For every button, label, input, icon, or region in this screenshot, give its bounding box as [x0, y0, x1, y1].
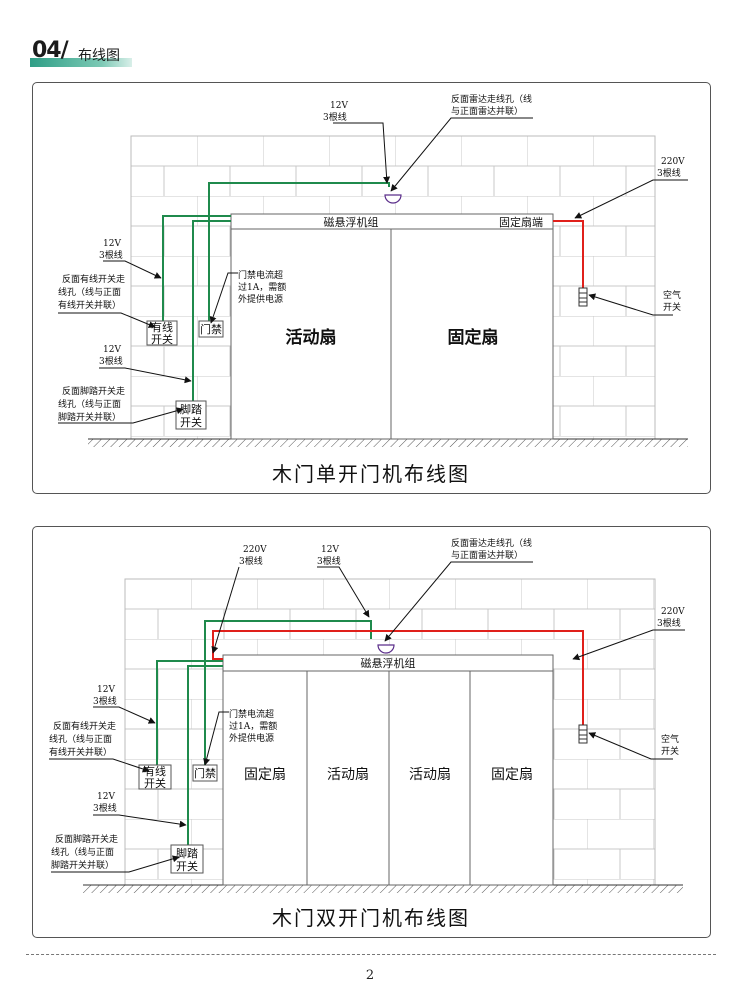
door-frame: [222, 654, 554, 886]
annotation-text: 有线开关并联）: [49, 746, 112, 758]
annotation-text: 线孔（线与正面: [58, 398, 121, 410]
annotations: 220V 3根线 12V 3根线 反面雷达走线孔（线 与正面雷达并联） 220V…: [49, 537, 685, 871]
header-end-label: 固定扇端: [499, 215, 543, 229]
annotation-text: 反面脚踏开关走: [55, 833, 118, 845]
air-switch-icon: [578, 724, 588, 744]
annotation-text: 3根线: [657, 617, 681, 629]
annotation-text: 220V: [661, 157, 685, 167]
annotation-text: 与正面雷达并联）: [451, 549, 523, 561]
annotation-text: 12V: [97, 792, 115, 802]
annotation-text: 有线开关并联）: [58, 299, 121, 311]
annotation-text: 门禁电流超: [229, 708, 274, 720]
foot-switch-text: 开关: [180, 415, 202, 429]
annotation-text: 12V: [321, 545, 339, 555]
leaf-label: 活动扇: [327, 767, 369, 783]
annotation-text: 12V: [97, 685, 115, 695]
section-number: 04/: [32, 38, 69, 63]
annotation-text: 12V: [103, 239, 121, 249]
wire-220v: [212, 630, 584, 725]
diagram-caption: 木门双开门机布线图: [272, 906, 470, 930]
annotation-text: 220V: [243, 545, 267, 555]
annotations: 12V 3根线 反面雷达走线孔（线 与正面雷达并联） 220V 3根线 12V …: [58, 93, 685, 423]
annotation-text: 空气: [663, 289, 681, 301]
annotation-text: 3根线: [93, 695, 117, 707]
leaf-label: 活动扇: [409, 767, 451, 783]
diagram-double-door: 磁悬浮机组 固定扇 活动扇 活动扇 固定扇 有线 开关 门禁 脚踏 开关 220…: [49, 537, 685, 930]
leaf-label: 固定扇: [448, 327, 499, 348]
footer-divider: [26, 954, 716, 955]
wired-switch-text: 有线: [144, 764, 166, 778]
section-header: 04/ 布线图: [30, 38, 140, 67]
annotation-text: 12V: [103, 345, 121, 355]
access-box-text: 门禁: [200, 322, 222, 336]
ground-hatch: [83, 885, 683, 893]
air-switch-icon: [578, 287, 588, 307]
foot-switch-text: 脚踏: [180, 402, 202, 416]
annotation-text: 3根线: [657, 167, 681, 179]
wire-220v: [553, 220, 584, 288]
annotation-text: 门禁电流超: [238, 269, 283, 281]
annotation-text: 线孔（线与正面: [58, 286, 121, 298]
annotation-text: 12V: [330, 101, 348, 111]
annotation-text: 脚踏开关并联）: [58, 411, 121, 423]
annotation-text: 3根线: [323, 111, 347, 123]
wired-switch-text: 开关: [151, 332, 173, 346]
radar-sensor-icon: [384, 194, 402, 204]
annotation-text: 脚踏开关并联）: [51, 859, 114, 871]
annotation-text: 外提供电源: [238, 293, 283, 305]
annotation-text: 反面脚踏开关走: [62, 385, 125, 397]
annotation-text: 反面雷达走线孔（线: [451, 537, 532, 549]
annotation-text: 开关: [661, 745, 679, 757]
diagram-caption: 木门单开门机布线图: [272, 462, 470, 486]
wired-switch-text: 有线: [151, 320, 173, 334]
diagram-single-door-panel: 磁悬浮机组 固定扇端 活动扇 固定扇 有线 开关 门禁 脚踏 开关 12V 3根…: [32, 82, 711, 494]
header-unit-label: 磁悬浮机组: [324, 215, 379, 229]
header-unit-label: 磁悬浮机组: [361, 656, 416, 670]
annotation-text: 反面有线开关走: [62, 273, 125, 285]
diagram-double-door-panel: 磁悬浮机组 固定扇 活动扇 活动扇 固定扇 有线 开关 门禁 脚踏 开关 220…: [32, 526, 711, 938]
annotation-text: 220V: [661, 607, 685, 617]
leader-lines: [58, 117, 688, 424]
annotation-text: 线孔（线与正面: [51, 846, 114, 858]
annotation-text: 空气: [661, 733, 679, 745]
wired-switch-text: 开关: [144, 776, 166, 790]
leaf-label: 固定扇: [491, 767, 533, 783]
ground-hatch: [88, 439, 688, 447]
annotation-text: 3根线: [99, 355, 123, 367]
annotation-text: 3根线: [317, 555, 341, 567]
annotation-text: 线孔（线与正面: [49, 733, 112, 745]
annotation-text: 反面有线开关走: [53, 720, 116, 732]
annotation-text: 开关: [663, 301, 681, 313]
annotation-text: 3根线: [93, 802, 117, 814]
annotation-text: 过1A，需额: [229, 720, 277, 732]
leaf-label: 活动扇: [286, 327, 337, 348]
annotation-text: 外提供电源: [229, 732, 274, 744]
annotation-text: 3根线: [239, 555, 263, 567]
leaf-label: 固定扇: [244, 767, 286, 783]
annotation-text: 反面雷达走线孔（线: [451, 93, 532, 105]
diagram-single-door: 磁悬浮机组 固定扇端 活动扇 固定扇 有线 开关 门禁 脚踏 开关 12V 3根…: [58, 93, 688, 486]
door-frame: [230, 213, 554, 440]
annotation-text: 过1A，需额: [238, 281, 286, 293]
annotation-text: 与正面雷达并联）: [451, 105, 523, 117]
annotation-text: 3根线: [99, 249, 123, 261]
radar-sensor-icon: [377, 644, 395, 654]
wires-12v: [162, 182, 390, 401]
section-title: 布线图: [78, 48, 120, 64]
foot-switch-text: 开关: [176, 859, 198, 873]
leader-lines: [49, 561, 685, 873]
foot-switch-text: 脚踏: [176, 846, 198, 860]
foot-switch-box: [175, 400, 207, 430]
page-number: 2: [365, 968, 375, 983]
header-accent-bar: [30, 58, 132, 67]
access-box-text: 门禁: [194, 766, 216, 780]
